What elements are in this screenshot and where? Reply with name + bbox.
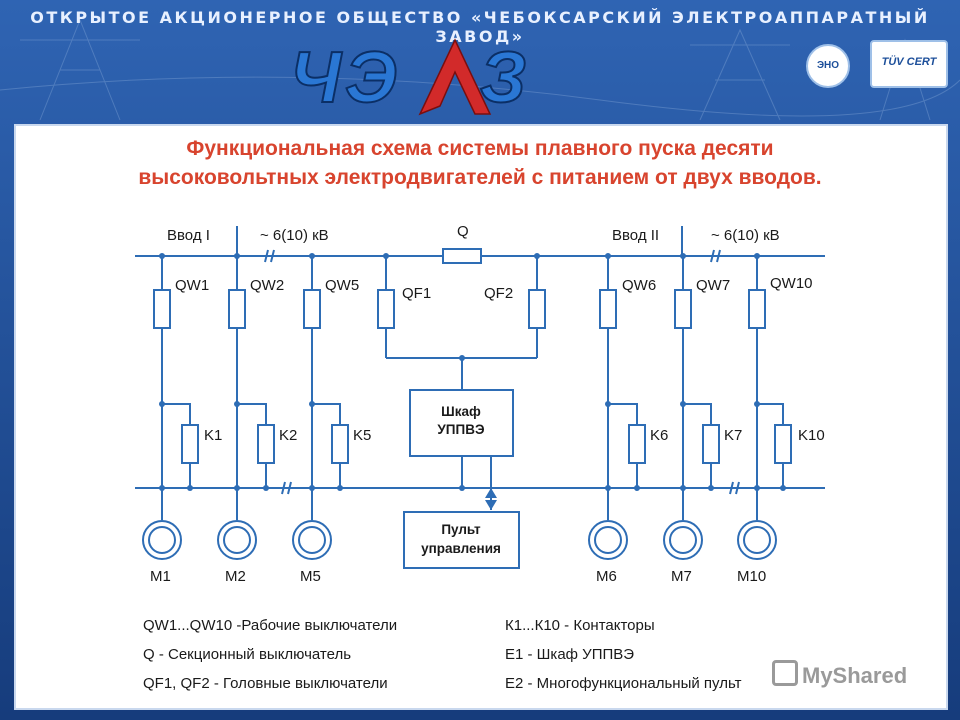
breaker-label: QW5: [325, 277, 359, 294]
contactor-k2: [257, 424, 275, 464]
breaker-label: QW2: [250, 277, 284, 294]
breaker-qf2: [528, 289, 546, 329]
diagram-wiring: [135, 226, 825, 520]
watermark-icon: [772, 660, 798, 686]
contactor-k5: [331, 424, 349, 464]
eno-cert-label: ЭНО: [816, 60, 840, 71]
breaker-qw1: [153, 289, 171, 329]
motor-label: M5: [300, 568, 321, 585]
breaker-label: QW7: [696, 277, 730, 294]
svg-text:З: З: [480, 38, 526, 116]
sectional-label: Q: [457, 223, 469, 240]
legend-item: Е1 - Шкаф УППВЭ: [505, 646, 635, 663]
motor-label: M7: [671, 568, 692, 585]
eno-cert-icon: ЭНО: [806, 44, 850, 88]
company-name: ОТКРЫТОЕ АКЦИОНЕРНОЕ ОБЩЕСТВО «ЧЕБОКСАРС…: [30, 8, 930, 46]
cabinet-label-1: Шкаф: [441, 404, 481, 419]
watermark-text: MyShared: [802, 663, 908, 688]
motor-label: M6: [596, 568, 617, 585]
breaker-qw5: [303, 289, 321, 329]
control-panel-label-2: управления: [421, 541, 501, 556]
page-title: Функциональная схема системы плавного пу…: [0, 134, 960, 192]
tuv-cert-label: TÜV CERT: [881, 56, 937, 68]
breaker-qw2: [228, 289, 246, 329]
contactor-k1: [181, 424, 199, 464]
input-2-label: Ввод II: [612, 227, 659, 244]
title-line-1: Функциональная схема системы плавного пу…: [186, 137, 774, 160]
legend-item: К1...К10 - Контакторы: [505, 617, 655, 634]
contactors: [181, 424, 792, 464]
watermark: MyShared: [772, 660, 907, 689]
contactor-label: K6: [650, 427, 668, 444]
legend-item: Q - Секционный выключатель: [143, 646, 352, 663]
contactor-label: K10: [798, 427, 825, 444]
control-panel-label-1: Пульт: [441, 522, 481, 537]
contactor-label: K1: [204, 427, 222, 444]
breaker-qw7: [674, 289, 692, 329]
breaker-label: QW6: [622, 277, 656, 294]
junction-dots: [159, 253, 786, 510]
title-line-2: высоковольтных электродвигателей с питан…: [138, 166, 822, 189]
motor-label: M1: [150, 568, 171, 585]
control-panel: [403, 511, 520, 569]
voltage-2-label: ~ 6(10) кВ: [711, 227, 780, 244]
breaker-label: QF1: [402, 285, 431, 302]
breakers: [153, 289, 766, 329]
breaker-label: QW10: [770, 275, 813, 292]
motors: [142, 520, 777, 560]
svg-text:ЧЭ: ЧЭ: [290, 38, 401, 116]
motor-label: M2: [225, 568, 246, 585]
cabinet-label-2: УППВЭ: [437, 422, 485, 437]
breaker-qw6: [599, 289, 617, 329]
contactor-k6: [628, 424, 646, 464]
input-1-label: Ввод I: [167, 227, 210, 244]
sectional-breaker-q: [442, 248, 482, 264]
voltage-1-label: ~ 6(10) кВ: [260, 227, 329, 244]
contactor-k10: [774, 424, 792, 464]
tuv-cert-icon: TÜV CERT: [870, 40, 948, 88]
breaker-qw10: [748, 289, 766, 329]
legend-item: QW1...QW10 -Рабочие выключатели: [143, 617, 398, 634]
contactor-k7: [702, 424, 720, 464]
chear-logo-icon: ЧЭ З: [290, 37, 527, 116]
cabinet-uppve: [409, 389, 514, 457]
contactor-label: K2: [279, 427, 297, 444]
breaker-qf1: [377, 289, 395, 329]
breaker-label: QW1: [175, 277, 209, 294]
motor-label: M10: [737, 568, 766, 585]
contactor-label: K7: [724, 427, 742, 444]
legend-item: QF1, QF2 - Головные выключатели: [143, 675, 388, 692]
breaker-label: QF2: [484, 285, 513, 302]
legend-item: Е2 - Многофункциональный пульт: [505, 675, 742, 692]
contactor-label: K5: [353, 427, 371, 444]
